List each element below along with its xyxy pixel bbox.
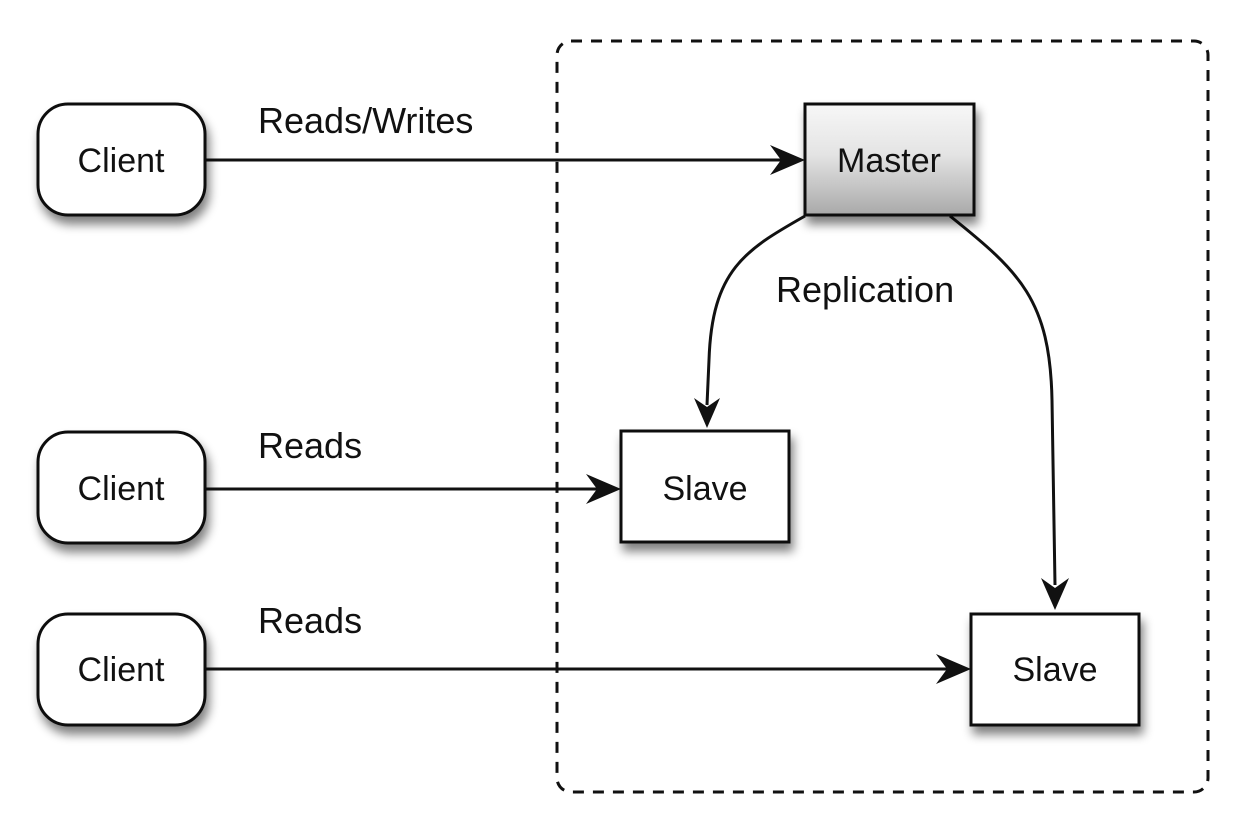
client-node-label: Client [78, 470, 165, 508]
client-node-label: Client [78, 651, 165, 689]
master-node-label: Master [837, 142, 941, 180]
edge-label-reads-writes: Reads/Writes [258, 100, 473, 141]
master-node [803, 102, 976, 217]
edge-client-1-to-master [205, 145, 805, 175]
client-node [36, 102, 207, 217]
slave-node-label: Slave [1012, 651, 1097, 689]
edge-master-to-slave-1 [694, 214, 806, 428]
arrowhead [1041, 578, 1069, 610]
edge-label-reads-client-2: Reads [258, 425, 362, 466]
client-node [36, 612, 207, 727]
arrowhead [936, 654, 971, 684]
client-node [36, 430, 207, 545]
slave-node [619, 429, 791, 544]
arrowhead [586, 474, 621, 504]
edge-label-reads-client-3: Reads [258, 600, 362, 641]
edge-label-replication: Replication [776, 269, 954, 310]
arrowhead [770, 145, 805, 175]
edge-master-to-slave-2 [949, 214, 1069, 610]
edge-client-2-to-slave-1 [205, 474, 621, 504]
arrowhead [694, 398, 720, 428]
edge-client-3-to-slave-2 [205, 654, 971, 684]
slave-node [969, 612, 1141, 727]
cluster-boundary [555, 39, 1210, 794]
client-node-label: Client [78, 142, 165, 180]
slave-node-label: Slave [662, 470, 747, 508]
